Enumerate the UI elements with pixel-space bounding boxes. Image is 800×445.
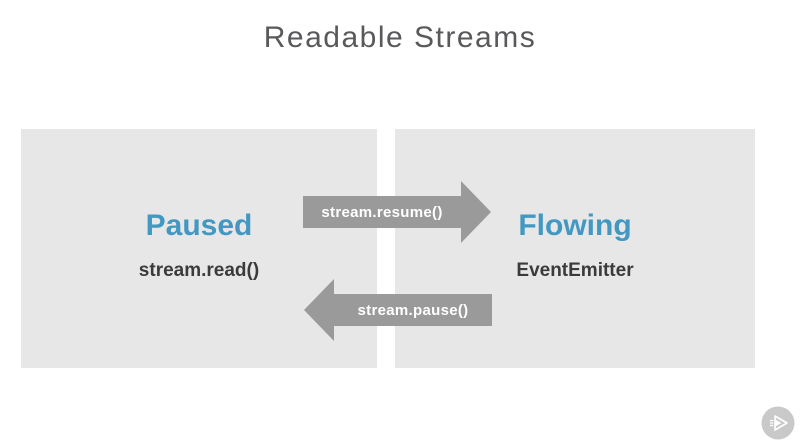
pause-arrow-label: stream.pause(): [334, 294, 492, 326]
pause-transition-arrow: stream.pause(): [304, 279, 492, 341]
paused-state-label: Paused: [145, 209, 253, 242]
pluralsight-play-icon: [761, 406, 795, 440]
slide-title: Readable Streams: [263, 21, 537, 54]
paused-state-panel: Paused stream.read(): [21, 129, 377, 368]
paused-state-method: stream.read(): [138, 260, 260, 281]
arrow-head-left-icon: [304, 279, 334, 341]
arrow-head-right-icon: [461, 181, 491, 243]
resume-arrow-label: stream.resume(): [303, 196, 461, 228]
flowing-state-panel: Flowing EventEmitter: [395, 129, 755, 368]
resume-transition-arrow: stream.resume(): [303, 181, 491, 243]
flowing-state-method: EventEmitter: [516, 260, 634, 281]
flowing-state-label: Flowing: [518, 209, 632, 242]
